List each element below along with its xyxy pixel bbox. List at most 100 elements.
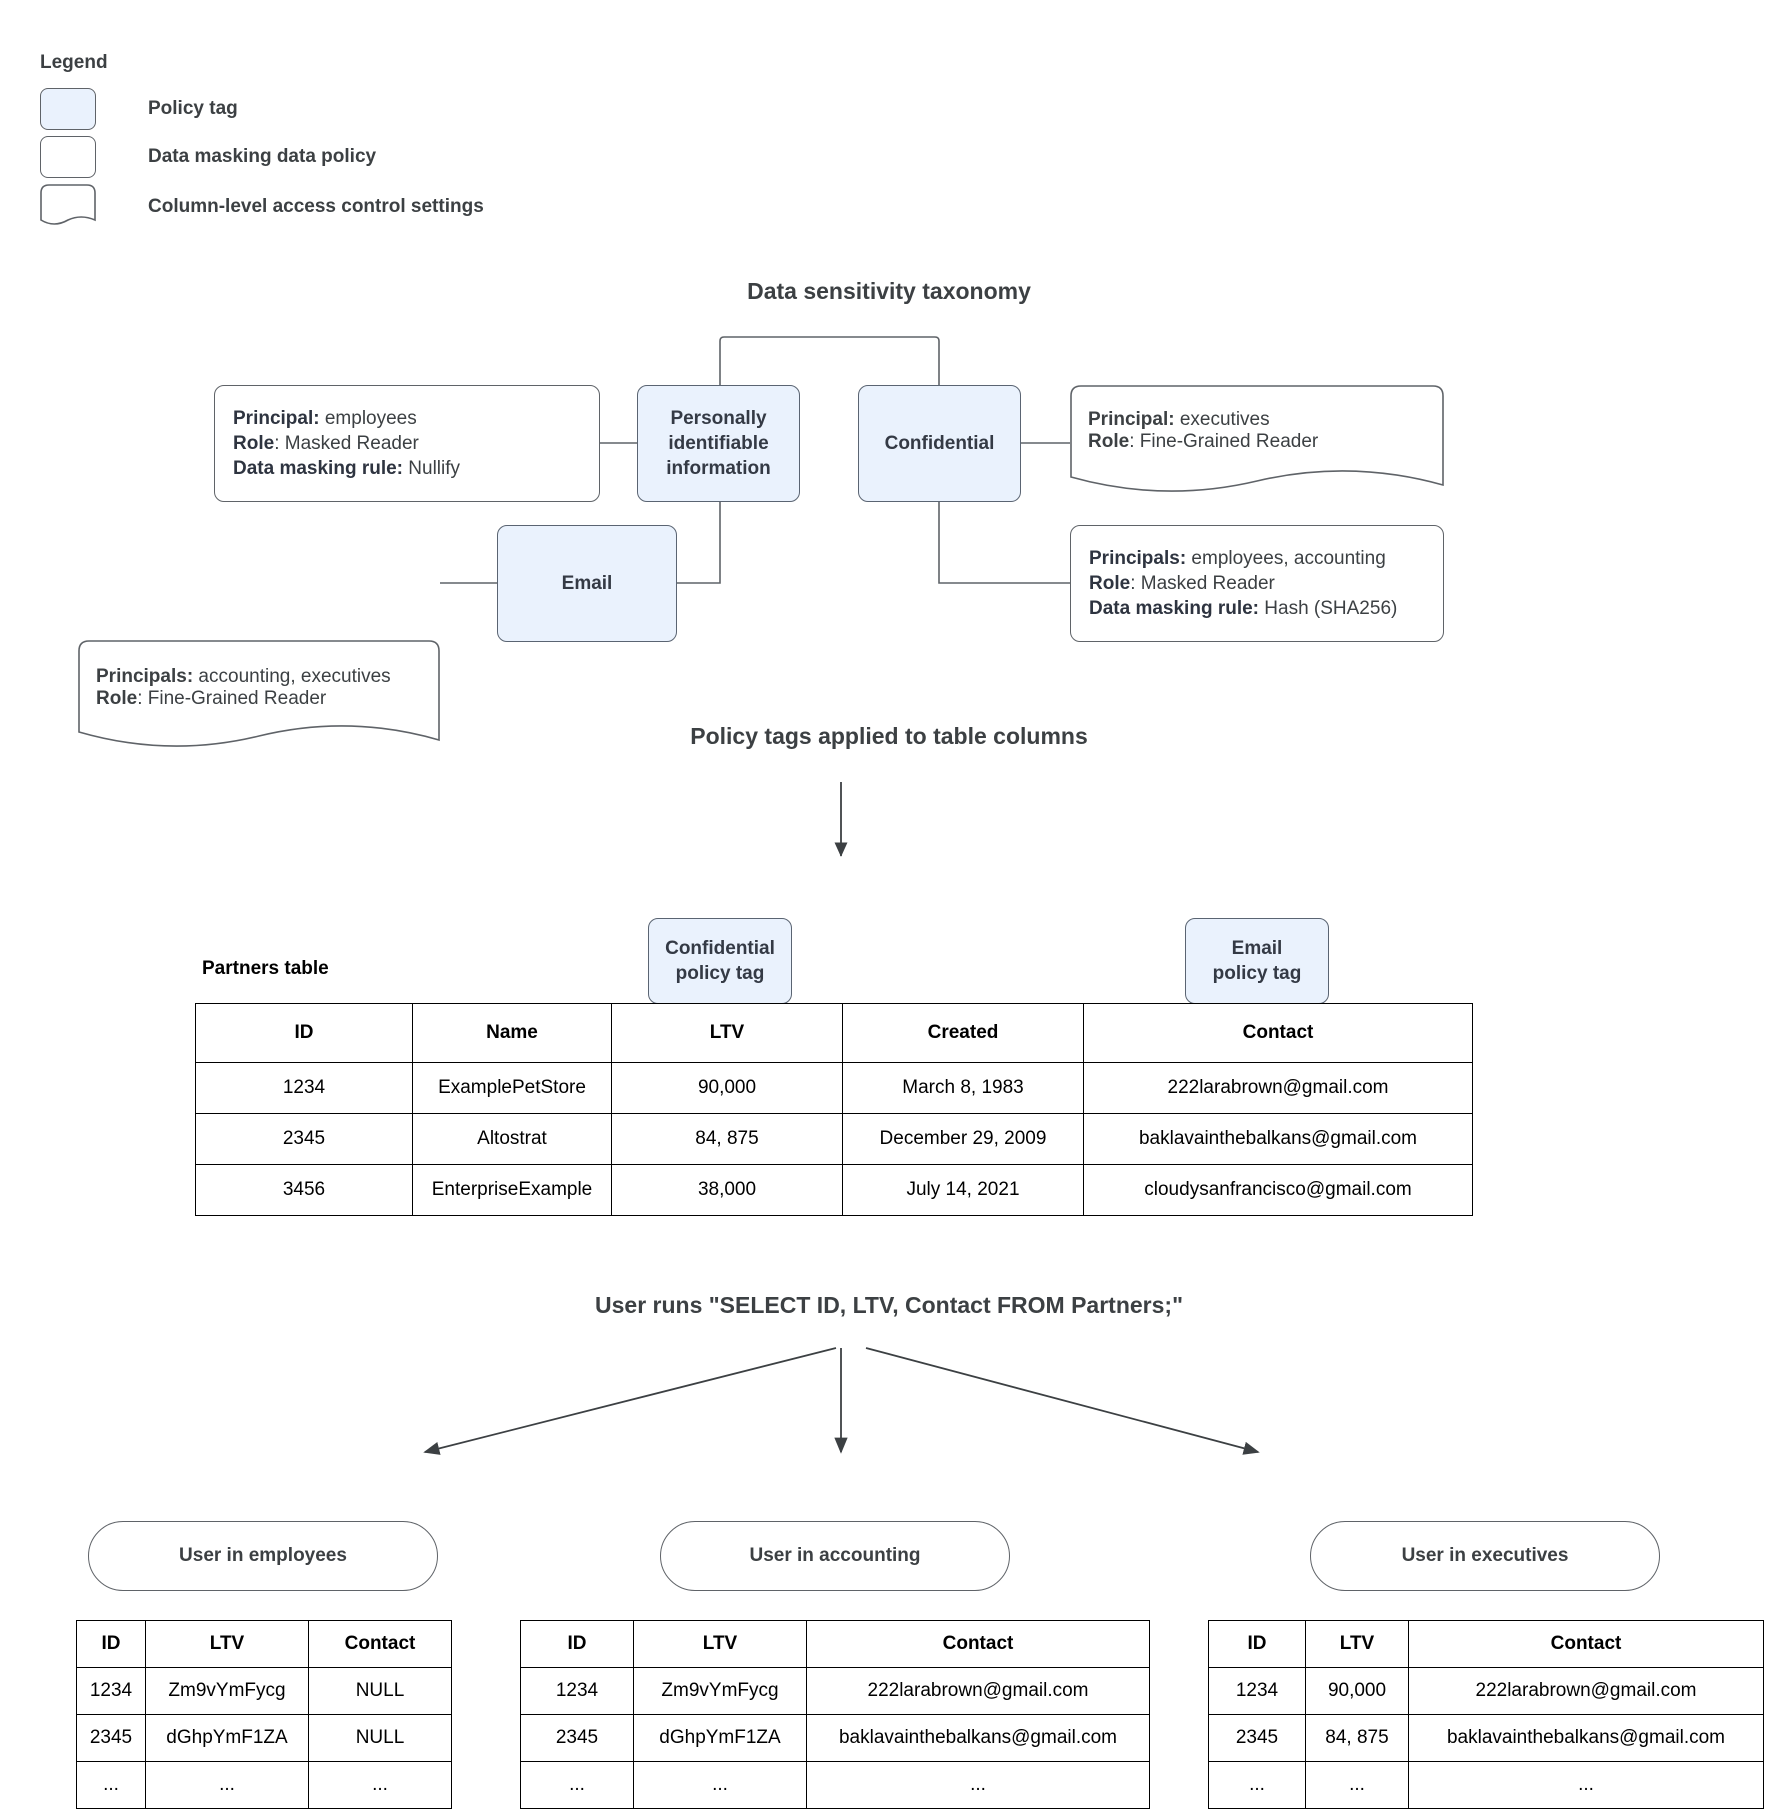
- cell-ltv: dGhpYmF1ZA: [633, 1714, 807, 1762]
- policy-tag-swatch: [40, 88, 96, 130]
- table-row: 2345 dGhpYmF1ZA NULL: [76, 1714, 452, 1762]
- cell-id: 2345: [1208, 1714, 1306, 1762]
- employees-col-id: ID: [76, 1620, 146, 1668]
- table-row: ... ... ...: [76, 1761, 452, 1809]
- cell-id: 1234: [1208, 1667, 1306, 1715]
- data-masking-policy-swatch: [40, 136, 96, 178]
- accounting-col-ltv: LTV: [633, 1620, 807, 1668]
- partners-col-contact: Contact: [1083, 1003, 1473, 1063]
- policy-tag-email[interactable]: Email: [497, 525, 677, 642]
- table-row: 3456 EnterpriseExample 38,000 July 14, 2…: [195, 1164, 1473, 1216]
- table-row: 2345 84, 875 baklavainthebalkans@gmail.c…: [1208, 1714, 1764, 1762]
- cell-ltv: Zm9vYmFycg: [145, 1667, 309, 1715]
- table-header-row: ID LTV Contact: [76, 1620, 452, 1668]
- cell-id: 2345: [76, 1714, 146, 1762]
- cell-ltv: ...: [145, 1761, 309, 1809]
- table-row: 1234 Zm9vYmFycg NULL: [76, 1667, 452, 1715]
- cell-id: ...: [520, 1761, 634, 1809]
- column-tag-email-line2: policy tag: [1212, 963, 1302, 984]
- cell-contact: ...: [806, 1761, 1150, 1809]
- employees-col-contact: Contact: [308, 1620, 452, 1668]
- result-table-accounting: ID LTV Contact 1234 Zm9vYmFycg 222larabr…: [520, 1620, 1150, 1809]
- pii-role-label: Role: [233, 432, 275, 454]
- cell-ltv: ...: [633, 1761, 807, 1809]
- legend-label-data-masking: Data masking data policy: [148, 146, 377, 167]
- policy-tag-confidential[interactable]: Confidential: [858, 385, 1021, 502]
- cell-created: December 29, 2009: [842, 1113, 1084, 1165]
- result-table-employees: ID LTV Contact 1234 Zm9vYmFycg NULL 2345…: [76, 1620, 452, 1809]
- partners-col-id: ID: [195, 1003, 413, 1063]
- cell-ltv: 38,000: [611, 1164, 843, 1216]
- partners-table-caption: Partners table: [202, 958, 329, 979]
- persona-employees-label: User in employees: [179, 1545, 347, 1566]
- table-header-row: ID Name LTV Created Contact: [195, 1003, 1473, 1063]
- table-row: 2345 dGhpYmF1ZA baklavainthebalkans@gmai…: [520, 1714, 1150, 1762]
- conf-mask-rule-label: Data masking rule:: [1089, 598, 1259, 620]
- partners-col-name: Name: [412, 1003, 612, 1063]
- table-row: ... ... ...: [1208, 1761, 1764, 1809]
- cell-contact: NULL: [308, 1714, 452, 1762]
- table-row: 1234 90,000 222larabrown@gmail.com: [1208, 1667, 1764, 1715]
- cell-name: ExamplePetStore: [412, 1062, 612, 1114]
- employees-col-ltv: LTV: [145, 1620, 309, 1668]
- pii-principal-label: Principal:: [233, 407, 320, 429]
- column-access-control-swatch: [40, 184, 96, 230]
- cell-ltv: 90,000: [1305, 1667, 1409, 1715]
- legend-item-policy-tag: Policy tag: [40, 88, 484, 130]
- result-table-executives-wrapper: ID LTV Contact 1234 90,000 222larabrown@…: [1208, 1620, 1764, 1809]
- result-table-employees-wrapper: ID LTV Contact 1234 Zm9vYmFycg NULL 2345…: [76, 1620, 452, 1809]
- table-row: ... ... ...: [520, 1761, 1150, 1809]
- cell-id: 2345: [195, 1113, 413, 1165]
- result-table-executives: ID LTV Contact 1234 90,000 222larabrown@…: [1208, 1620, 1764, 1809]
- conf-mask-role-value: : Masked Reader: [1130, 572, 1275, 594]
- column-tag-confidential-line1: Confidential: [665, 937, 775, 959]
- taxonomy-title: Data sensitivity taxonomy: [747, 278, 1031, 304]
- result-table-accounting-wrapper: ID LTV Contact 1234 Zm9vYmFycg 222larabr…: [520, 1620, 1150, 1809]
- executives-col-id: ID: [1208, 1620, 1306, 1668]
- conf-mask-rule-value: Hash (SHA256): [1259, 598, 1398, 620]
- cell-contact: baklavainthebalkans@gmail.com: [1408, 1714, 1764, 1762]
- cell-ltv: Zm9vYmFycg: [633, 1667, 807, 1715]
- table-row: 2345 Altostrat 84, 875 December 29, 2009…: [195, 1113, 1473, 1165]
- executives-col-contact: Contact: [1408, 1620, 1764, 1668]
- table-header-row: ID LTV Contact: [520, 1620, 1150, 1668]
- column-tag-confidential[interactable]: Confidential policy tag: [648, 918, 792, 1004]
- conf-mask-principal-value: employees, accounting: [1186, 547, 1386, 569]
- conf-access-role-label: Role: [1088, 431, 1130, 452]
- applied-title: Policy tags applied to table columns: [690, 723, 1088, 749]
- email-access-principal-value: accounting, executives: [193, 666, 391, 687]
- cell-id: 1234: [520, 1667, 634, 1715]
- legend-title: Legend: [40, 52, 108, 73]
- cell-contact: 222larabrown@gmail.com: [1408, 1667, 1764, 1715]
- cell-contact: baklavainthebalkans@gmail.com: [806, 1714, 1150, 1762]
- partners-table-wrapper: ID Name LTV Created Contact 1234 Example…: [195, 1003, 1473, 1216]
- cell-id: ...: [1208, 1761, 1306, 1809]
- legend-item-column-access: Column-level access control settings: [40, 184, 484, 230]
- pii-data-masking-policy: Principal: employees Role: Masked Reader…: [214, 385, 600, 502]
- table-row: 1234 Zm9vYmFycg 222larabrown@gmail.com: [520, 1667, 1150, 1715]
- column-tag-email-line1: Email: [1231, 937, 1283, 959]
- partners-col-created: Created: [842, 1003, 1084, 1063]
- cell-ltv: 84, 875: [1305, 1714, 1409, 1762]
- email-access-principal-label: Principals:: [96, 666, 194, 687]
- accounting-col-id: ID: [520, 1620, 634, 1668]
- confidential-access-control-settings: Principal: executives Role: Fine-Grained…: [1070, 385, 1444, 502]
- partners-col-ltv: LTV: [611, 1003, 843, 1063]
- policy-tag-pii[interactable]: Personally identifiable information: [637, 385, 800, 502]
- legend-item-data-masking: Data masking data policy: [40, 136, 484, 178]
- accounting-col-contact: Contact: [806, 1620, 1150, 1668]
- persona-employees: User in employees: [88, 1521, 438, 1591]
- cell-ltv: dGhpYmF1ZA: [145, 1714, 309, 1762]
- pii-role-value: : Masked Reader: [274, 432, 419, 454]
- table-header-row: ID LTV Contact: [1208, 1620, 1764, 1668]
- policy-tag-email-label: Email: [561, 572, 613, 594]
- pii-rule-value: Nullify: [403, 458, 461, 480]
- cell-contact: NULL: [308, 1667, 452, 1715]
- cell-contact: ...: [308, 1761, 452, 1809]
- column-tag-email[interactable]: Email policy tag: [1185, 918, 1329, 1004]
- persona-accounting: User in accounting: [660, 1521, 1010, 1591]
- cell-contact: 222larabrown@gmail.com: [1083, 1062, 1473, 1114]
- cell-id: 3456: [195, 1164, 413, 1216]
- conf-access-role-value: : Fine-Grained Reader: [1129, 431, 1319, 452]
- persona-executives: User in executives: [1310, 1521, 1660, 1591]
